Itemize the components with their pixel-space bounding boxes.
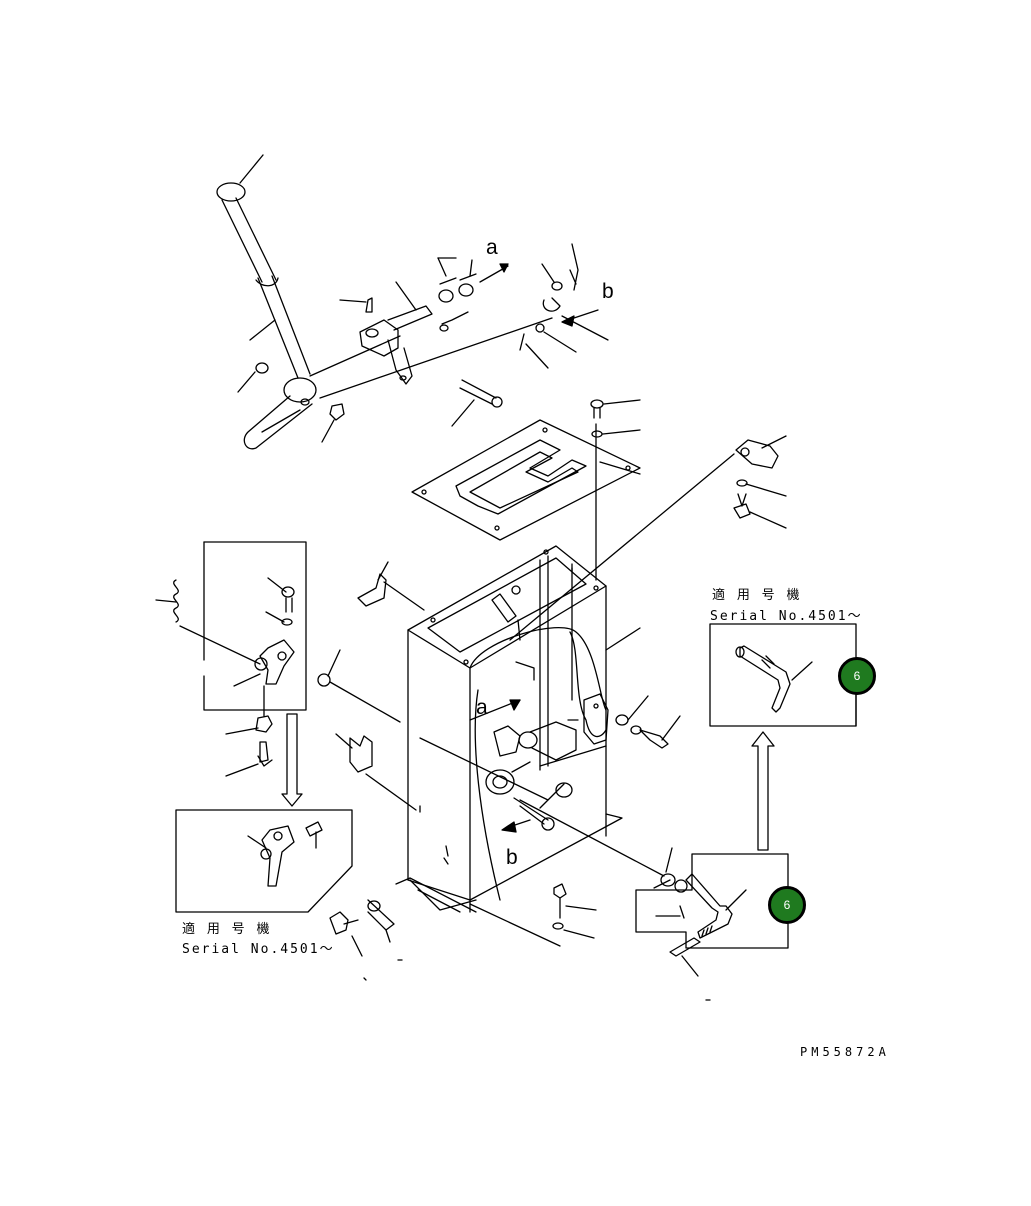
arrow-label-a-housing: a (476, 696, 488, 719)
serial-note-right-jp: 適 用 号 機 (712, 588, 802, 603)
right-upper-inset (709, 623, 857, 727)
right-lower-inset (635, 689, 857, 1001)
arrow-down-icon (281, 713, 303, 807)
bottom-parts (329, 877, 597, 981)
arrow-label-a-top: a (486, 236, 498, 259)
drawing-code: PM55872A (800, 1045, 890, 1059)
serial-note-left-jp: 適 用 号 機 (182, 922, 272, 937)
arrow-label-b-top: b (602, 280, 614, 303)
console-housing (407, 545, 641, 913)
pivot-bracket (309, 257, 553, 427)
clip-parts (519, 243, 609, 369)
left-brackets (317, 561, 449, 865)
serial-note-left-serial: Serial No.4501～ (182, 942, 335, 957)
right-bolts (583, 693, 681, 749)
callout-badge-upper[interactable]: 6 (838, 657, 876, 695)
serial-note-right-serial: Serial No.4501～ (710, 609, 863, 624)
left-inset-box (155, 541, 307, 777)
shift-lever (216, 154, 345, 450)
inner-shafts (419, 699, 665, 877)
callout-badge-lower[interactable]: 6 (768, 886, 806, 924)
gate-plate (411, 399, 641, 581)
upper-right-parts (509, 435, 787, 641)
left-lower-inset (175, 809, 353, 913)
arrow-up-icon (751, 731, 775, 851)
arrow-label-b-housing: b (506, 846, 518, 869)
